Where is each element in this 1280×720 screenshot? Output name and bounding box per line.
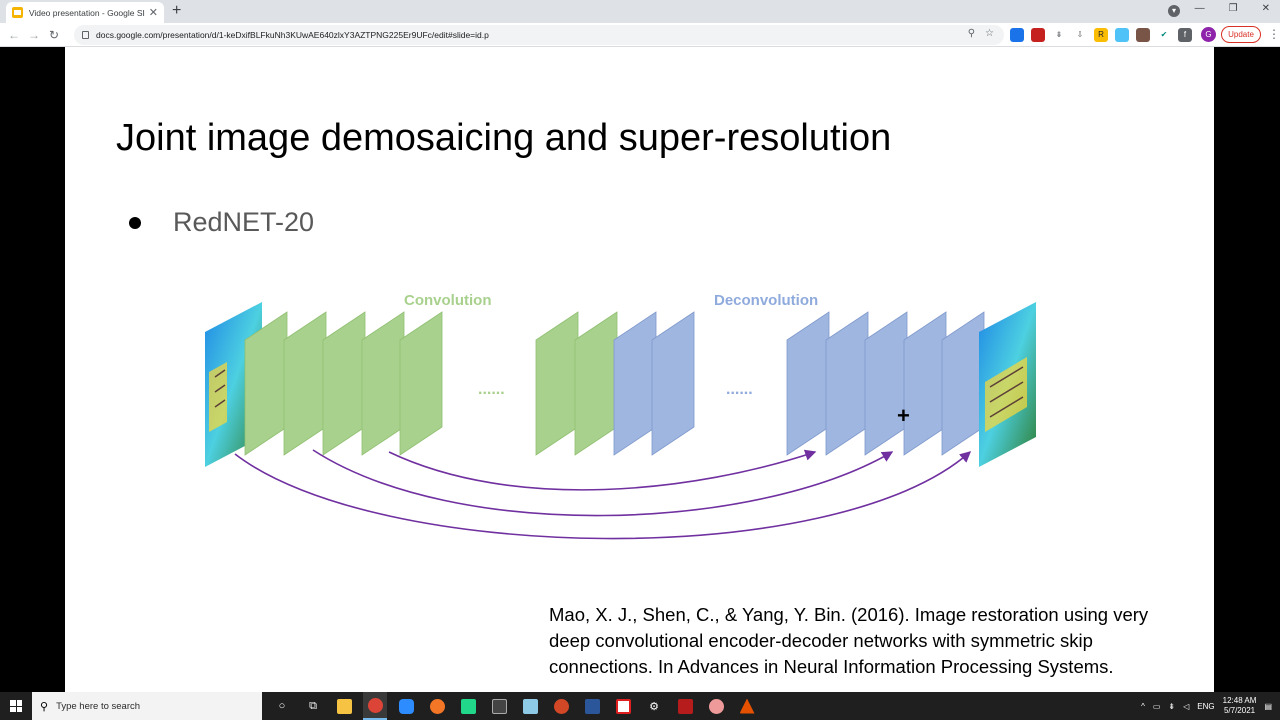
tab-title: Video presentation - Google Slides [28,7,145,18]
start-button[interactable] [0,692,32,720]
extension-r-icon[interactable]: R [1094,28,1108,42]
pycharm-icon[interactable] [456,692,480,720]
chrome-icon[interactable] [363,692,387,720]
tray-chevron-icon[interactable]: ^ [1141,701,1145,711]
bullet-text: RedNET-20 [173,207,315,237]
battery-icon[interactable]: ▭ [1152,701,1161,711]
lock-icon [82,31,89,39]
rednet-diagram: Convolution Deconvolution ...... ...... [205,292,1036,540]
url-text[interactable]: docs.google.com/presentation/d/1-keDxifB… [96,30,489,40]
extensions-bar: ⇟ ⇩ R ✔ f ✱ [1010,28,1213,42]
dropbox-tray-icon[interactable]: ⇟ [1168,701,1176,711]
conv-layers-group-1 [244,311,443,456]
taskbar: ⚲ Type here to search ○ ⧉ ⚙ ^ ▭ ⇟ ◁ ENG … [0,692,1280,720]
restore-icon[interactable]: ❐ [1228,3,1238,14]
deconv-layers-group-1 [613,311,695,456]
new-tab-button[interactable]: + [172,2,182,19]
crosshair-cursor-icon: + [897,403,910,428]
convolution-label: Convolution [404,292,491,309]
browser-tab[interactable]: Video presentation - Google Slides ✕ [6,2,164,23]
extension-shield-icon[interactable] [1010,28,1024,42]
browser-menu-icon[interactable]: ⋮ [1268,27,1280,41]
tab-search-icon[interactable]: ▾ [1168,5,1180,17]
search-icon: ⚲ [40,700,49,713]
extension-download-icon[interactable]: ⇩ [1073,28,1087,42]
slides-favicon-icon [12,7,23,18]
volume-icon[interactable]: ◁ [1183,701,1190,711]
language-indicator[interactable]: ENG [1197,701,1215,711]
slide-canvas: Joint image demosaicing and super-resolu… [65,47,1214,692]
zoom-icon[interactable]: ⚲ [967,28,976,39]
windows-logo-icon [10,700,22,712]
terminal-icon[interactable] [487,692,511,720]
update-button[interactable]: Update [1221,26,1261,43]
deconv-layers-group-2 [786,311,985,456]
forward-icon[interactable]: → [28,27,40,42]
output-image [979,302,1036,467]
clock-date: 5/7/2021 [1223,706,1256,715]
bullet-icon [129,217,141,229]
cortana-icon[interactable]: ○ [278,700,286,712]
address-bar[interactable]: docs.google.com/presentation/d/1-keDxifB… [74,25,1004,45]
extension-check-icon[interactable]: ✔ [1157,28,1171,42]
jupyter-icon[interactable] [425,692,449,720]
acrobat-icon[interactable] [611,692,635,720]
fruit-app-icon[interactable] [704,692,728,720]
ellipsis-1: ...... [478,381,505,398]
conv-layers-group-2 [535,311,618,456]
extension-dropbox-icon[interactable]: ⇟ [1052,28,1066,42]
minimize-icon[interactable]: — [1194,3,1205,14]
system-tray: ^ ▭ ⇟ ◁ ENG 12:48 AM 5/7/2021 ▤ [1141,692,1280,720]
bookmark-star-icon[interactable]: ☆ [985,28,994,39]
extension-screen-icon[interactable] [1115,28,1129,42]
settings-icon[interactable]: ⚙ [649,700,659,713]
ellipsis-2: ...... [726,381,753,398]
deconvolution-label: Deconvolution [714,292,818,309]
slide-title: Joint image demosaicing and super-resolu… [116,117,892,159]
reload-icon[interactable]: ↻ [48,27,60,42]
clock-time: 12:48 AM [1222,696,1257,705]
file-explorer-icon[interactable] [332,692,356,720]
extension-cookie-icon[interactable] [1136,28,1150,42]
powerpoint-icon[interactable] [549,692,573,720]
word-icon[interactable] [580,692,604,720]
zoom-app-icon[interactable] [394,692,418,720]
search-placeholder: Type here to search [56,700,141,712]
taskbar-search[interactable]: ⚲ Type here to search [32,692,262,720]
tab-strip: Video presentation - Google Slides ✕ + ▾… [0,0,1280,23]
citation-text: Mao, X. J., Shen, C., & Yang, Y. Bin. (2… [549,604,1149,677]
window-controls: — ❐ ✕ [1195,3,1270,14]
skip-connections [234,449,972,540]
extension-facebook-icon[interactable]: f [1178,28,1192,42]
browser-toolbar: ← → ↻ docs.google.com/presentation/d/1-k… [0,23,1280,47]
notifications-icon[interactable]: ▤ [1264,701,1272,711]
task-view-icon[interactable]: ⧉ [309,699,317,712]
mendeley-icon[interactable] [673,692,697,720]
back-icon[interactable]: ← [8,27,20,42]
close-window-icon[interactable]: ✕ [1261,3,1270,14]
profile-avatar[interactable]: G [1201,27,1216,42]
clock[interactable]: 12:48 AM 5/7/2021 [1223,696,1257,716]
extension-record-icon[interactable] [1031,28,1045,42]
tab-close-icon[interactable]: ✕ [148,7,158,19]
matlab-icon[interactable] [735,692,759,720]
taskbar-apps: ○ ⧉ ⚙ [270,692,759,720]
notes-app-icon[interactable] [518,692,542,720]
